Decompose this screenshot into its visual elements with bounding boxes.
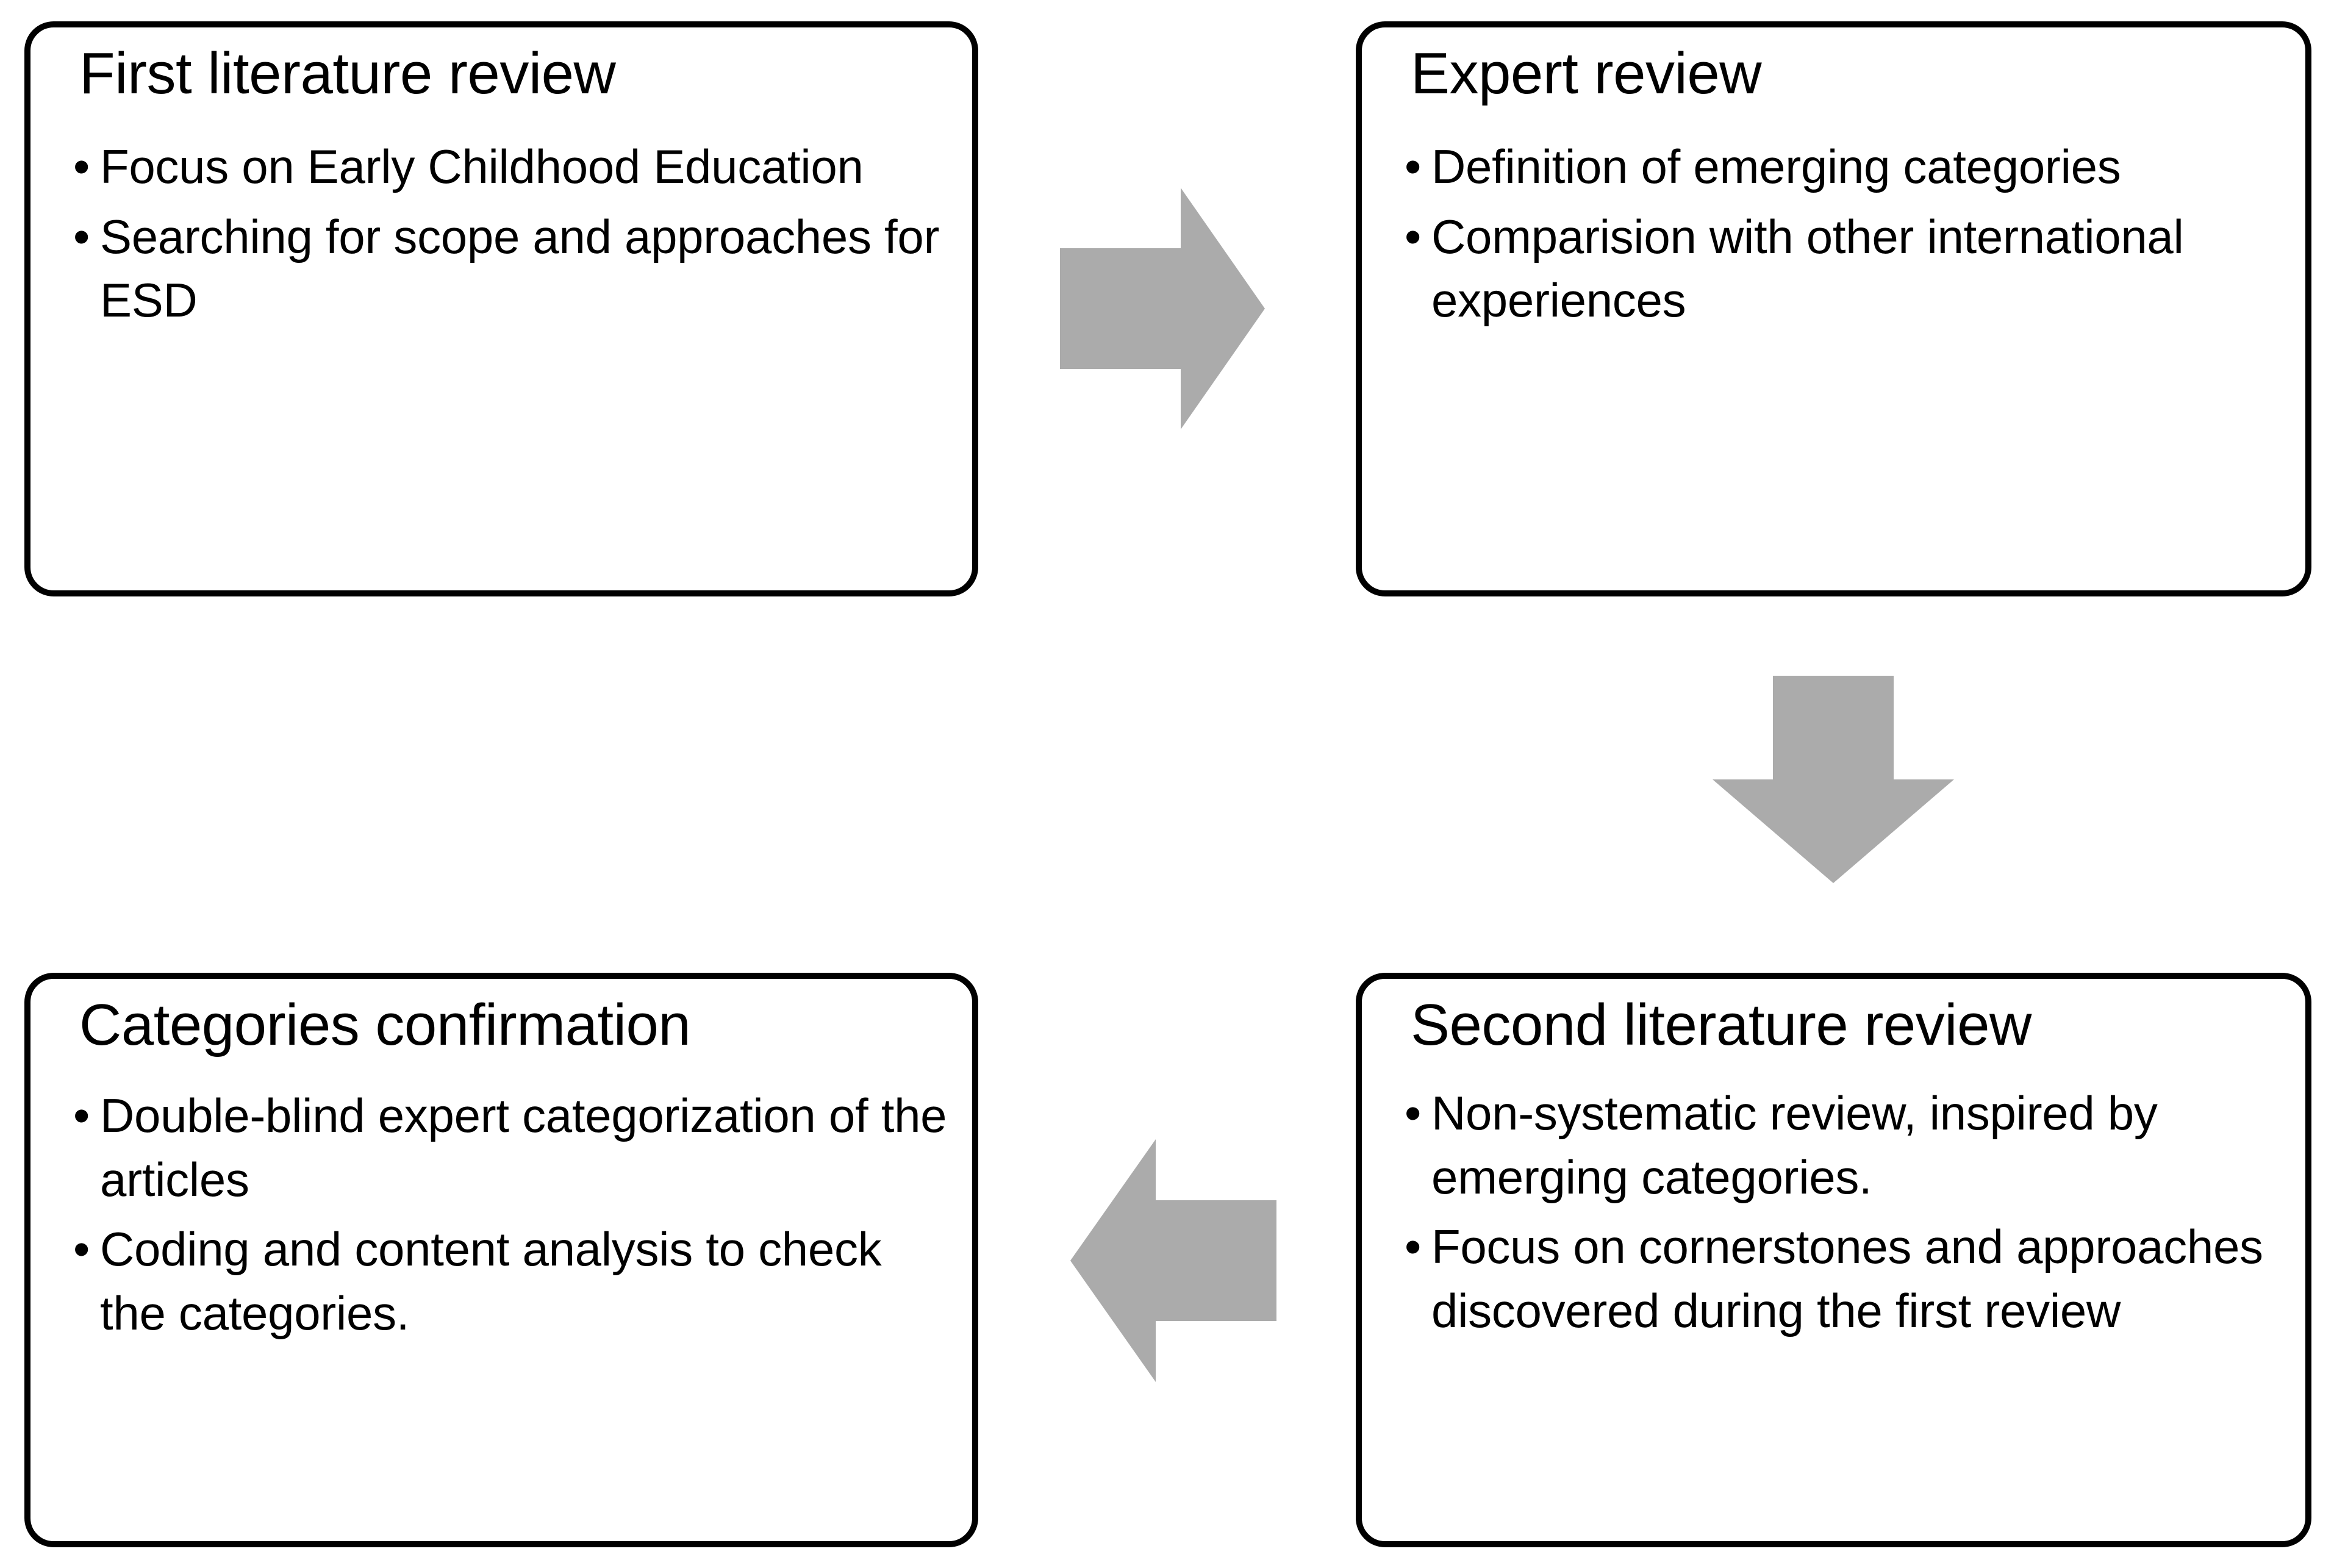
bullet-list-second-literature-review: Non-systematic review, inspired by emerg… — [1403, 1081, 2281, 1348]
list-item: Non-systematic review, inspired by emerg… — [1403, 1081, 2281, 1209]
box-title-second-literature-review: Second literature review — [1411, 992, 2032, 1058]
list-item: Definition of emerging categories — [1403, 135, 2281, 199]
box-title-first-literature-review: First literature review — [79, 41, 616, 106]
list-item: Focus on cornerstones and approaches dis… — [1403, 1215, 2281, 1342]
bullet-list-categories-confirmation: Double-blind expert categorization of th… — [72, 1084, 948, 1351]
list-item: Double-blind expert categorization of th… — [72, 1084, 948, 1211]
arrow-left-icon — [1070, 1139, 1276, 1382]
bullet-list-first-literature-review: Focus on Early Childhood Education Searc… — [72, 135, 948, 338]
process-box-expert-review: Expert review Definition of emerging cat… — [1356, 21, 2311, 596]
box-title-expert-review: Expert review — [1411, 41, 1762, 106]
list-item: Searching for scope and approaches for E… — [72, 205, 948, 332]
list-item: Focus on Early Childhood Education — [72, 135, 948, 199]
bullet-list-expert-review: Definition of emerging categories Compar… — [1403, 135, 2281, 338]
list-item: Comparision with other international exp… — [1403, 205, 2281, 332]
arrow-right-icon — [1060, 188, 1265, 429]
process-box-first-literature-review: First literature review Focus on Early C… — [24, 21, 978, 596]
list-item: Coding and content analysis to check the… — [72, 1217, 948, 1345]
arrow-down-icon — [1713, 676, 1954, 883]
process-box-second-literature-review: Second literature review Non-systematic … — [1356, 973, 2311, 1547]
box-title-categories-confirmation: Categories confirmation — [79, 992, 691, 1058]
process-box-categories-confirmation: Categories confirmation Double-blind exp… — [24, 973, 978, 1547]
